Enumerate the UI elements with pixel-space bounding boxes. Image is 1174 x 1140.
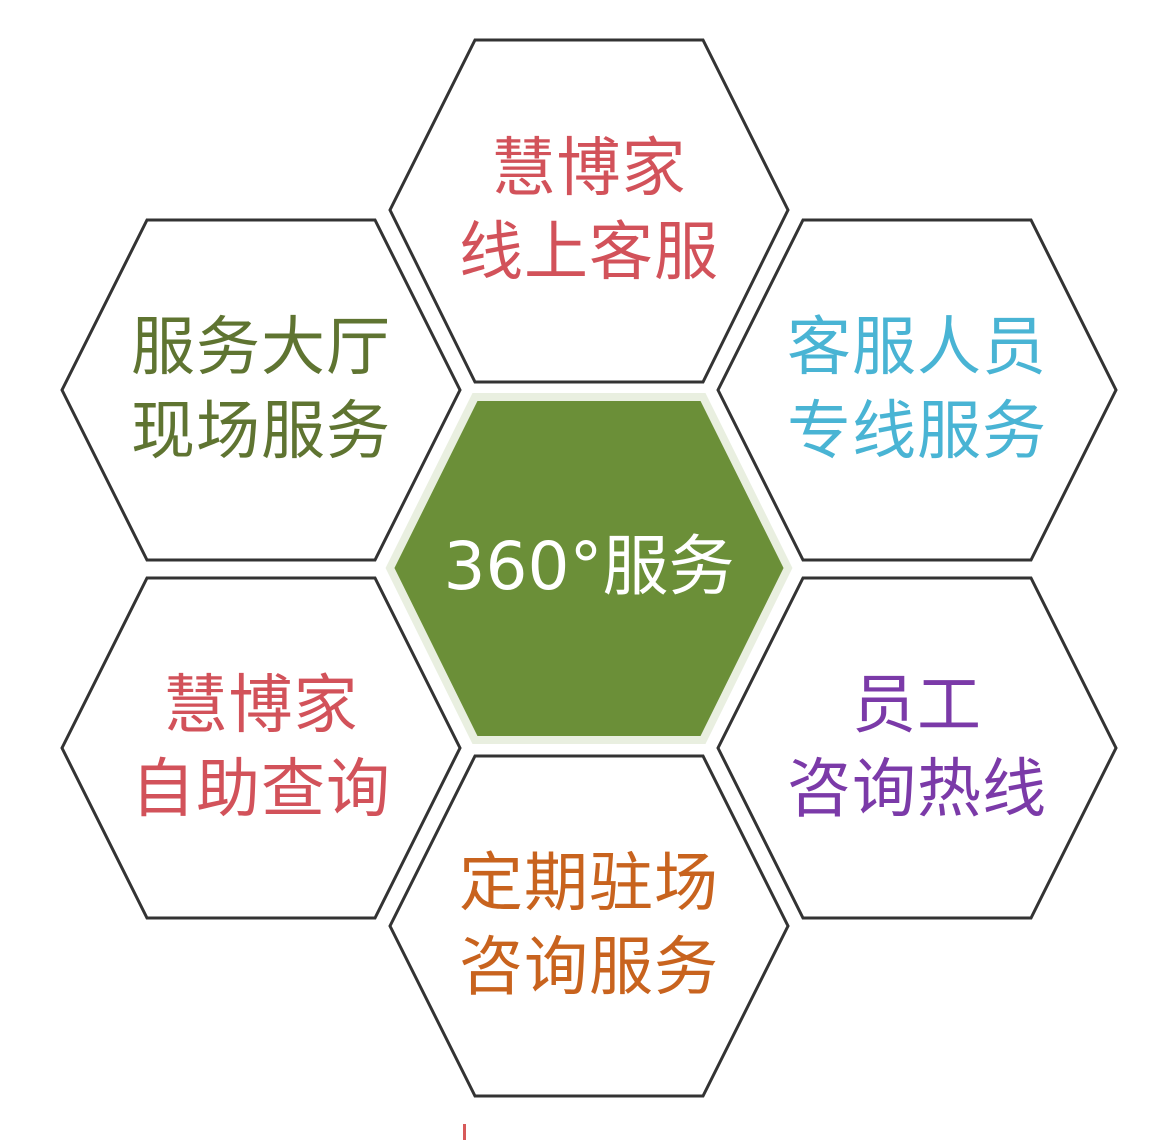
hexagon-lower-left — [60, 576, 462, 920]
label-lower-right-line-2: 咨询热线 — [787, 753, 1047, 827]
label-service-hall: 服务大厅 现场服务 — [101, 306, 421, 474]
label-online-customer-service: 慧博家 线上客服 — [429, 127, 749, 295]
label-lower-left-line-2: 自助查询 — [131, 753, 391, 827]
label-top-line-1: 慧博家 — [491, 132, 687, 206]
edge-mark — [463, 1124, 466, 1140]
label-lower-left-line-1: 慧博家 — [163, 669, 359, 743]
label-onsite-consulting: 定期驻场 咨询服务 — [429, 842, 749, 1010]
label-bottom-line-1: 定期驻场 — [459, 847, 719, 921]
label-top-line-2: 线上客服 — [459, 216, 719, 290]
hexagon-top — [388, 38, 790, 384]
hexagon-center — [385, 393, 793, 744]
center-label-360-service: 360°服务 — [443, 528, 735, 605]
label-upper-right-line-1: 客服人员 — [787, 311, 1047, 385]
label-employee-hotline: 员工 咨询热线 — [757, 664, 1077, 832]
label-upper-left-line-2: 现场服务 — [131, 395, 391, 469]
label-upper-right-line-2: 专线服务 — [787, 395, 1047, 469]
label-self-service-query: 慧博家 自助查询 — [101, 664, 421, 832]
label-lower-right-line-1: 员工 — [852, 669, 982, 743]
hexagon-upper-right — [716, 218, 1118, 562]
label-bottom-line-2: 咨询服务 — [459, 931, 719, 1005]
hexagon-upper-left — [60, 218, 462, 562]
hexagon-bottom — [388, 754, 790, 1098]
label-upper-left-line-1: 服务大厅 — [131, 311, 391, 385]
hexagon-lower-right — [716, 576, 1118, 920]
label-dedicated-line-service: 客服人员 专线服务 — [757, 306, 1077, 474]
